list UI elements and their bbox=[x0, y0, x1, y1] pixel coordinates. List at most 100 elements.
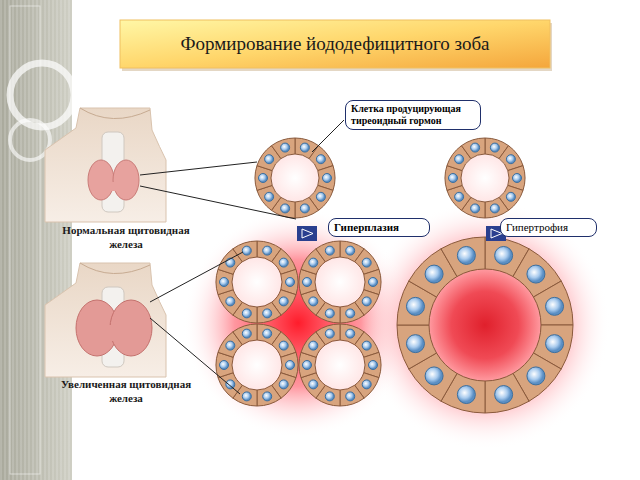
box-text: Гипертрофия bbox=[506, 221, 591, 234]
follicle bbox=[255, 138, 335, 218]
neck-skin bbox=[45, 263, 166, 377]
cell-nucleus bbox=[220, 361, 229, 370]
cell-nucleus bbox=[242, 392, 251, 401]
deco-ring bbox=[10, 120, 50, 160]
cell-nucleus bbox=[406, 297, 424, 315]
stage-box: Гипертрофия bbox=[500, 218, 597, 237]
cell-nucleus bbox=[286, 361, 295, 370]
cell-nucleus bbox=[527, 367, 545, 385]
cell-nucleus bbox=[309, 258, 318, 267]
cell-nucleus bbox=[490, 204, 499, 213]
leader-line bbox=[140, 162, 257, 175]
thyroid-cell bbox=[316, 241, 340, 262]
box-text: Клетка продуцирующая тиреоидный гормон bbox=[351, 103, 475, 127]
follicle bbox=[299, 241, 381, 323]
cell-nucleus bbox=[362, 341, 371, 350]
cell-nucleus bbox=[457, 386, 475, 404]
cell-nucleus bbox=[362, 297, 371, 306]
cell-nucleus bbox=[506, 155, 515, 164]
cell-nucleus bbox=[455, 192, 464, 201]
thyroid-cell bbox=[295, 197, 319, 218]
cell-nucleus bbox=[425, 265, 443, 283]
stage-box: Гиперплазия bbox=[328, 218, 430, 237]
cell-nucleus bbox=[471, 204, 480, 213]
cell-nucleus bbox=[316, 192, 325, 201]
cell-nucleus bbox=[362, 380, 371, 389]
cell-nucleus bbox=[300, 143, 309, 152]
follicles bbox=[216, 138, 573, 413]
cell-nucleus bbox=[449, 174, 458, 183]
thyroid-cell bbox=[485, 197, 509, 218]
cell-nucleus bbox=[455, 155, 464, 164]
follicle bbox=[216, 324, 298, 406]
cell-nucleus bbox=[226, 258, 235, 267]
cell-nucleus bbox=[279, 341, 288, 350]
thyroid-cell bbox=[233, 324, 257, 345]
thyroid-cell bbox=[485, 373, 529, 413]
title: Формирование йододефицитного зоба bbox=[180, 33, 489, 55]
cell-nucleus bbox=[281, 143, 290, 152]
cell-nucleus bbox=[346, 329, 355, 338]
cell-nucleus bbox=[325, 392, 334, 401]
thyroid-cell bbox=[397, 325, 437, 369]
cell-nucleus bbox=[425, 367, 443, 385]
thyroid-cell bbox=[461, 138, 485, 159]
cell-nucleus bbox=[506, 192, 515, 201]
cell-nucleus bbox=[471, 143, 480, 152]
cell-nucleus bbox=[265, 192, 274, 201]
cell-nucleus bbox=[259, 174, 268, 183]
cell-nucleus bbox=[369, 361, 378, 370]
cell-nucleus bbox=[279, 297, 288, 306]
cell-nucleus bbox=[263, 309, 272, 318]
cell-nucleus bbox=[281, 204, 290, 213]
cell-nucleus bbox=[220, 278, 229, 287]
cell-nucleus bbox=[513, 174, 522, 183]
cell-nucleus bbox=[303, 278, 312, 287]
callout-box: Клетка продуцирующая тиреоидный гормон bbox=[345, 100, 481, 130]
thyroid-isthmus bbox=[100, 325, 128, 341]
deco-ring bbox=[10, 63, 74, 127]
thyroid-cell bbox=[340, 302, 364, 323]
cell-nucleus bbox=[226, 380, 235, 389]
cell-nucleus bbox=[303, 361, 312, 370]
title-banner bbox=[120, 20, 550, 68]
cell-nucleus bbox=[369, 278, 378, 287]
cell-nucleus bbox=[309, 380, 318, 389]
pointer-flag bbox=[297, 226, 317, 241]
follicle bbox=[445, 138, 525, 218]
cell-nucleus bbox=[346, 309, 355, 318]
thyroid-cell bbox=[257, 385, 281, 406]
cell-nucleus bbox=[527, 265, 545, 283]
thyroid-cell bbox=[533, 281, 573, 325]
cell-nucleus bbox=[265, 155, 274, 164]
cell-nucleus bbox=[226, 297, 235, 306]
thyroid-isthmus bbox=[104, 182, 124, 191]
pointer-flag bbox=[297, 226, 317, 241]
thyroid-cell bbox=[233, 241, 257, 262]
red-glow bbox=[360, 200, 610, 450]
leader-line bbox=[140, 186, 296, 219]
thyroid-cell bbox=[441, 237, 485, 277]
cell-nucleus bbox=[362, 258, 371, 267]
cell-nucleus bbox=[286, 278, 295, 287]
cell-nucleus bbox=[279, 258, 288, 267]
leader-line bbox=[312, 120, 344, 152]
cell-nucleus bbox=[325, 246, 334, 255]
cell-nucleus bbox=[242, 309, 251, 318]
leader-line bbox=[150, 252, 243, 302]
thyroid-lobe bbox=[113, 160, 139, 200]
title-box: Формирование йододефицитного зоба bbox=[120, 20, 550, 68]
normal-neck bbox=[45, 108, 166, 222]
cell-nucleus bbox=[346, 392, 355, 401]
cell-nucleus bbox=[309, 297, 318, 306]
chin-line bbox=[80, 263, 150, 274]
enlarged-neck bbox=[45, 263, 166, 377]
follicle bbox=[216, 241, 298, 323]
chin-line bbox=[80, 108, 150, 119]
cell-nucleus bbox=[300, 204, 309, 213]
neck-skin bbox=[45, 108, 166, 222]
cell-nucleus bbox=[316, 155, 325, 164]
cell-nucleus bbox=[495, 246, 513, 264]
